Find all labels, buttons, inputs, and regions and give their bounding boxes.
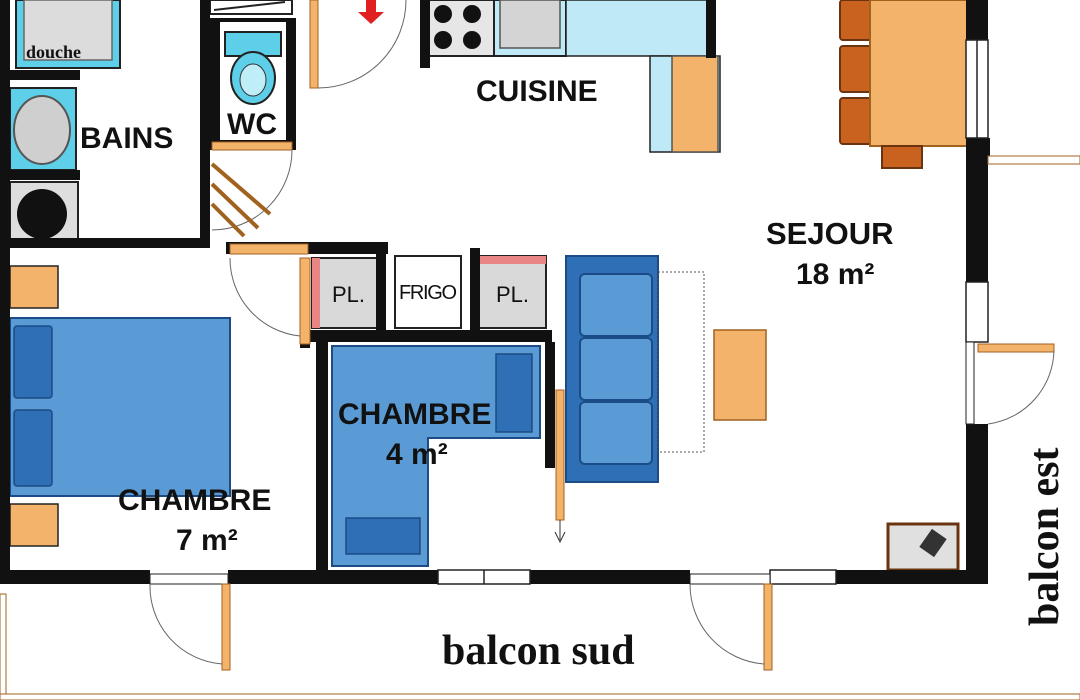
coffee-table: [713, 329, 767, 421]
kitchen-sink: [493, 0, 567, 57]
label-pl-2: PL.: [496, 282, 529, 307]
label-chambre-large: CHAMBRE: [118, 484, 271, 517]
stove: [427, 0, 495, 57]
fridge: [394, 255, 462, 329]
tv: [886, 522, 960, 572]
label-cuisine: CUISINE: [476, 75, 598, 108]
windows: [437, 39, 989, 585]
kitchen-counter: [565, 0, 711, 57]
kitchen-stool: [671, 55, 719, 153]
wardrobe-1: [311, 257, 381, 329]
washing-machine: [9, 181, 79, 243]
sofa: [565, 255, 659, 483]
small-bedroom-bed: [331, 345, 541, 567]
label-chambre-large-area: 7 m²: [176, 524, 238, 557]
dining-set: [839, 0, 969, 169]
sofa-bed-outline: [657, 271, 705, 453]
label-chambre-small: CHAMBRE: [338, 398, 491, 431]
label-sejour: SEJOUR: [766, 216, 893, 251]
label-pl-1: PL.: [332, 282, 365, 307]
label-douche: douche: [26, 42, 81, 62]
label-sejour-area: 18 m²: [796, 258, 874, 291]
label-bains: BAINS: [80, 122, 173, 155]
double-bed: [9, 265, 231, 547]
entry-arrow-icon: [358, 0, 384, 24]
label-balcon-est: balcon est: [1022, 447, 1068, 626]
bath-sink: [9, 87, 77, 171]
walls: [0, 0, 990, 584]
label-wc: WC: [227, 108, 277, 141]
label-balcon-sud: balcon sud: [442, 628, 635, 674]
toilet: [224, 31, 282, 105]
shower: [15, 0, 121, 69]
label-chambre-small-area: 4 m²: [386, 438, 448, 471]
label-frigo: FRIGO: [399, 282, 457, 304]
